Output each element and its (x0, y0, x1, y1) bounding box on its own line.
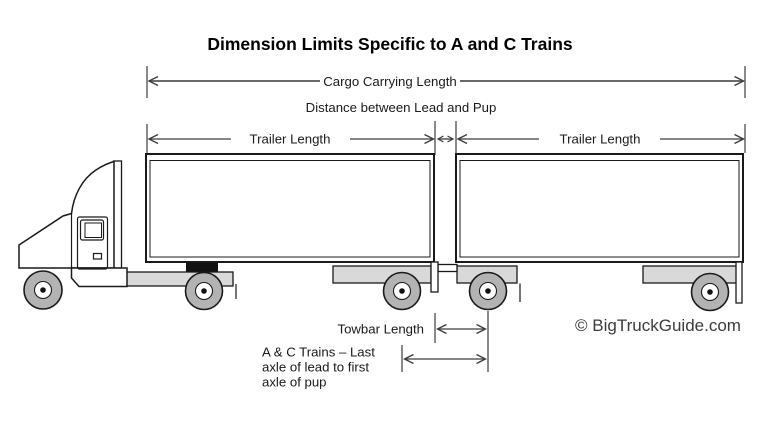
axle-note-line1: A & C Trains – Last (262, 345, 375, 360)
rear-bumper-bar (735, 261, 743, 304)
cargo-carrying-length-label: Cargo Carrying Length (323, 74, 456, 89)
watermark: © BigTruckGuide.com (575, 316, 741, 335)
cab-step-skirt (70, 267, 128, 288)
fifth-wheel-block (186, 263, 218, 272)
door-handle (92, 252, 103, 260)
door-window (79, 219, 105, 241)
distance-lead-pup-label: Distance between Lead and Pup (306, 100, 497, 115)
pup-trailer-length-label: Trailer Length (560, 132, 641, 147)
towbar-length-dimension: Towbar Length (337, 311, 489, 372)
axle-spacing-dimension: A & C Trains – Last axle of lead to firs… (262, 345, 486, 390)
tractor-cab (18, 160, 115, 269)
page-title: Dimension Limits Specific to A and C Tra… (207, 34, 573, 54)
towbar (430, 261, 458, 293)
lead-trailer-wheel (382, 271, 422, 311)
axle-note-line2: axle of lead to first (262, 360, 369, 375)
towbar-length-label: Towbar Length (337, 322, 424, 337)
pup-trailer-length-dimension: Trailer Length (455, 121, 746, 155)
dolly-wheel (468, 271, 508, 311)
lead-trailer-length-dimension: Trailer Length (146, 121, 436, 155)
axle-note-line3: axle of pup (262, 375, 327, 390)
lead-trailer-length-label: Trailer Length (250, 132, 331, 147)
cargo-carrying-length-dimension: Cargo Carrying Length (146, 66, 746, 98)
cab-door (76, 216, 109, 270)
pup-trailer-wheel (690, 272, 730, 312)
drive-axle-wheel (184, 271, 224, 311)
steer-axle-wheel (23, 270, 63, 310)
lead-trailer (145, 153, 435, 284)
